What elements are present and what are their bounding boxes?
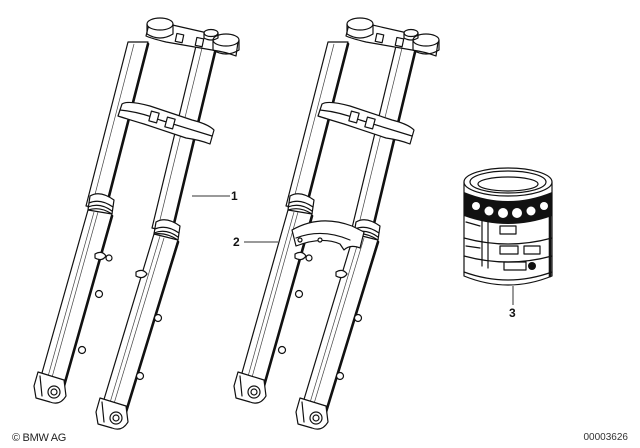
paint-can	[463, 167, 553, 286]
callout-label-3[interactable]: 3	[509, 306, 516, 320]
callout-label-1[interactable]: 1	[231, 189, 238, 203]
fork-assembly-1	[32, 16, 241, 431]
diagram-id: 00003626	[583, 432, 629, 443]
copyright-text: © BMW AG	[12, 432, 66, 444]
callout-label-2[interactable]: 2	[233, 235, 240, 249]
fork-assembly-2	[232, 16, 441, 431]
